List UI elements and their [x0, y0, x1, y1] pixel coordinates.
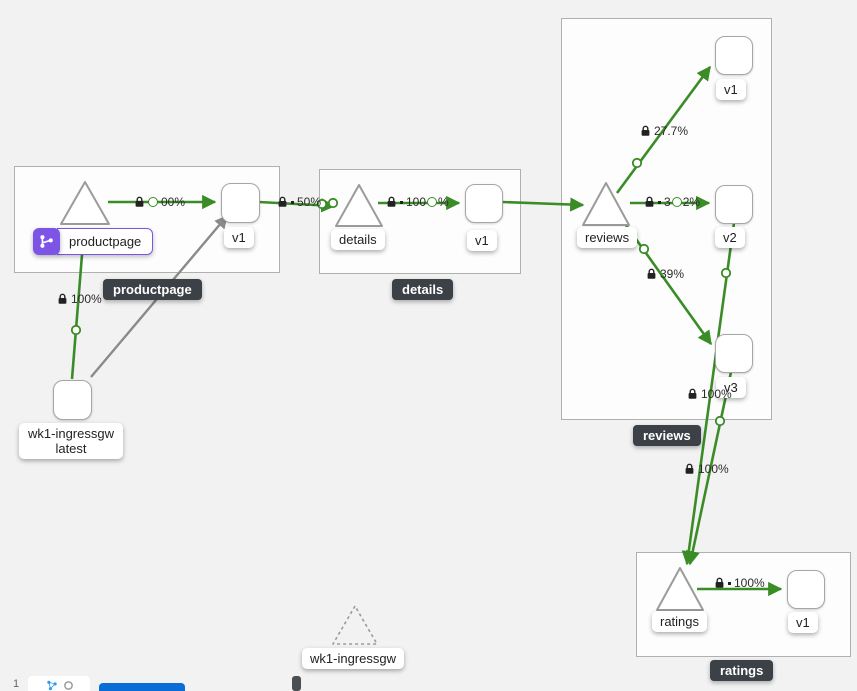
- virtual-service-icon: [33, 228, 60, 255]
- edge-marker-circle: [714, 415, 726, 427]
- node-label-details[interactable]: details: [331, 229, 385, 250]
- node-label-reviews-v1[interactable]: v1: [716, 79, 746, 100]
- edge-marker-circle: [327, 197, 339, 209]
- toolbar-blue-button[interactable]: [99, 683, 185, 691]
- mtls-lock-icon: [387, 196, 396, 207]
- toolbar-fragment: 1: [13, 678, 20, 690]
- traffic-circle-icon: [671, 197, 682, 207]
- node-productpage-v1-box[interactable]: [221, 183, 260, 223]
- node-label-reviews-v3[interactable]: v3: [716, 377, 746, 398]
- circle-icon: [63, 681, 73, 690]
- edge-label-v3-ratings: 100%: [687, 387, 732, 401]
- dot-icon: [291, 200, 294, 204]
- node-label-ratings-v1[interactable]: v1: [788, 612, 818, 633]
- mtls-lock-icon: [685, 463, 694, 474]
- edge-label-reviews-v3: 39%: [646, 267, 684, 281]
- mtls-lock-icon: [58, 293, 67, 304]
- edge-label-v1-details: 50%: [277, 195, 321, 209]
- node-reviews-v1-box[interactable]: [715, 36, 753, 75]
- node-label-productpage[interactable]: productpage: [33, 228, 154, 255]
- node-label-reviews-v2[interactable]: v2: [715, 227, 745, 248]
- edge-v3-to-ratings[interactable]: [685, 371, 733, 566]
- node-ingressgw-ghost-triangle[interactable]: [332, 605, 378, 645]
- group-badge-ratings: ratings: [710, 660, 774, 681]
- node-ratings-v1-box[interactable]: [787, 570, 825, 609]
- edge-marker-circle: [70, 324, 82, 336]
- edge-label-reviews-v2: 3 2%: [644, 195, 700, 209]
- node-label-ingressgw-line1: wk1-ingressgw: [28, 426, 114, 441]
- edge-label-ratings-v1: 100%: [714, 576, 765, 590]
- node-label-ratings[interactable]: ratings: [652, 611, 708, 632]
- dot-icon: [400, 200, 403, 204]
- node-label-ingressgw[interactable]: wk1-ingressgw latest: [19, 423, 123, 459]
- traffic-circle-icon: [148, 197, 158, 207]
- edge-v2-to-ratings[interactable]: [681, 222, 736, 566]
- mtls-lock-icon: [715, 577, 724, 588]
- edge-marker-circle: [638, 243, 650, 255]
- graph-icon: [46, 680, 57, 691]
- edge-marker-circle: [720, 267, 732, 279]
- partial-dark-element: [292, 676, 301, 691]
- edge-to-reviews[interactable]: [501, 197, 585, 212]
- node-reviews-v2-box[interactable]: [715, 185, 753, 224]
- node-label-ingressgw-ghost[interactable]: wk1-ingressgw: [302, 648, 404, 669]
- edge-label-productpage-v1: 00%: [134, 195, 185, 209]
- traffic-circle-icon: [427, 197, 438, 207]
- node-label-productpage-v1[interactable]: v1: [224, 227, 254, 248]
- node-productpage-service-triangle[interactable]: [60, 181, 110, 225]
- node-label-productpage-text: productpage: [57, 228, 154, 255]
- edge-label-reviews-v1: 27.7%: [640, 124, 688, 138]
- edge-marker-circle: [631, 157, 643, 169]
- mtls-lock-icon: [688, 388, 697, 399]
- node-reviews-service-triangle[interactable]: [582, 182, 630, 226]
- edge-label-details-v1: 100 %: [386, 195, 449, 209]
- node-label-ingressgw-line2: latest: [55, 441, 87, 456]
- edge-marker-circle: [316, 198, 328, 210]
- node-details-v1-box[interactable]: [465, 184, 503, 223]
- mtls-lock-icon: [135, 196, 144, 207]
- node-details-service-triangle[interactable]: [335, 184, 383, 227]
- group-badge-productpage: productpage: [103, 279, 202, 300]
- dot-icon: [728, 581, 731, 585]
- dot-icon: [658, 200, 661, 204]
- edge-label-ingress-productpage: 100%: [57, 292, 102, 306]
- group-badge-reviews: reviews: [633, 425, 701, 446]
- node-ratings-service-triangle[interactable]: [656, 567, 704, 611]
- mtls-lock-icon: [647, 268, 656, 279]
- edge-label-v2-ratings: 100%: [684, 462, 729, 476]
- mtls-lock-icon: [641, 125, 650, 136]
- node-reviews-v3-box[interactable]: [715, 334, 753, 373]
- edge-reviews-to-v1[interactable]: [615, 65, 712, 194]
- node-label-details-v1[interactable]: v1: [467, 230, 497, 251]
- node-label-reviews[interactable]: reviews: [577, 227, 638, 248]
- mtls-lock-icon: [645, 196, 654, 207]
- node-ingressgw-box[interactable]: [53, 380, 92, 420]
- mtls-lock-icon: [278, 196, 287, 207]
- toolbar-graph-button[interactable]: [28, 676, 90, 691]
- group-badge-details: details: [392, 279, 454, 300]
